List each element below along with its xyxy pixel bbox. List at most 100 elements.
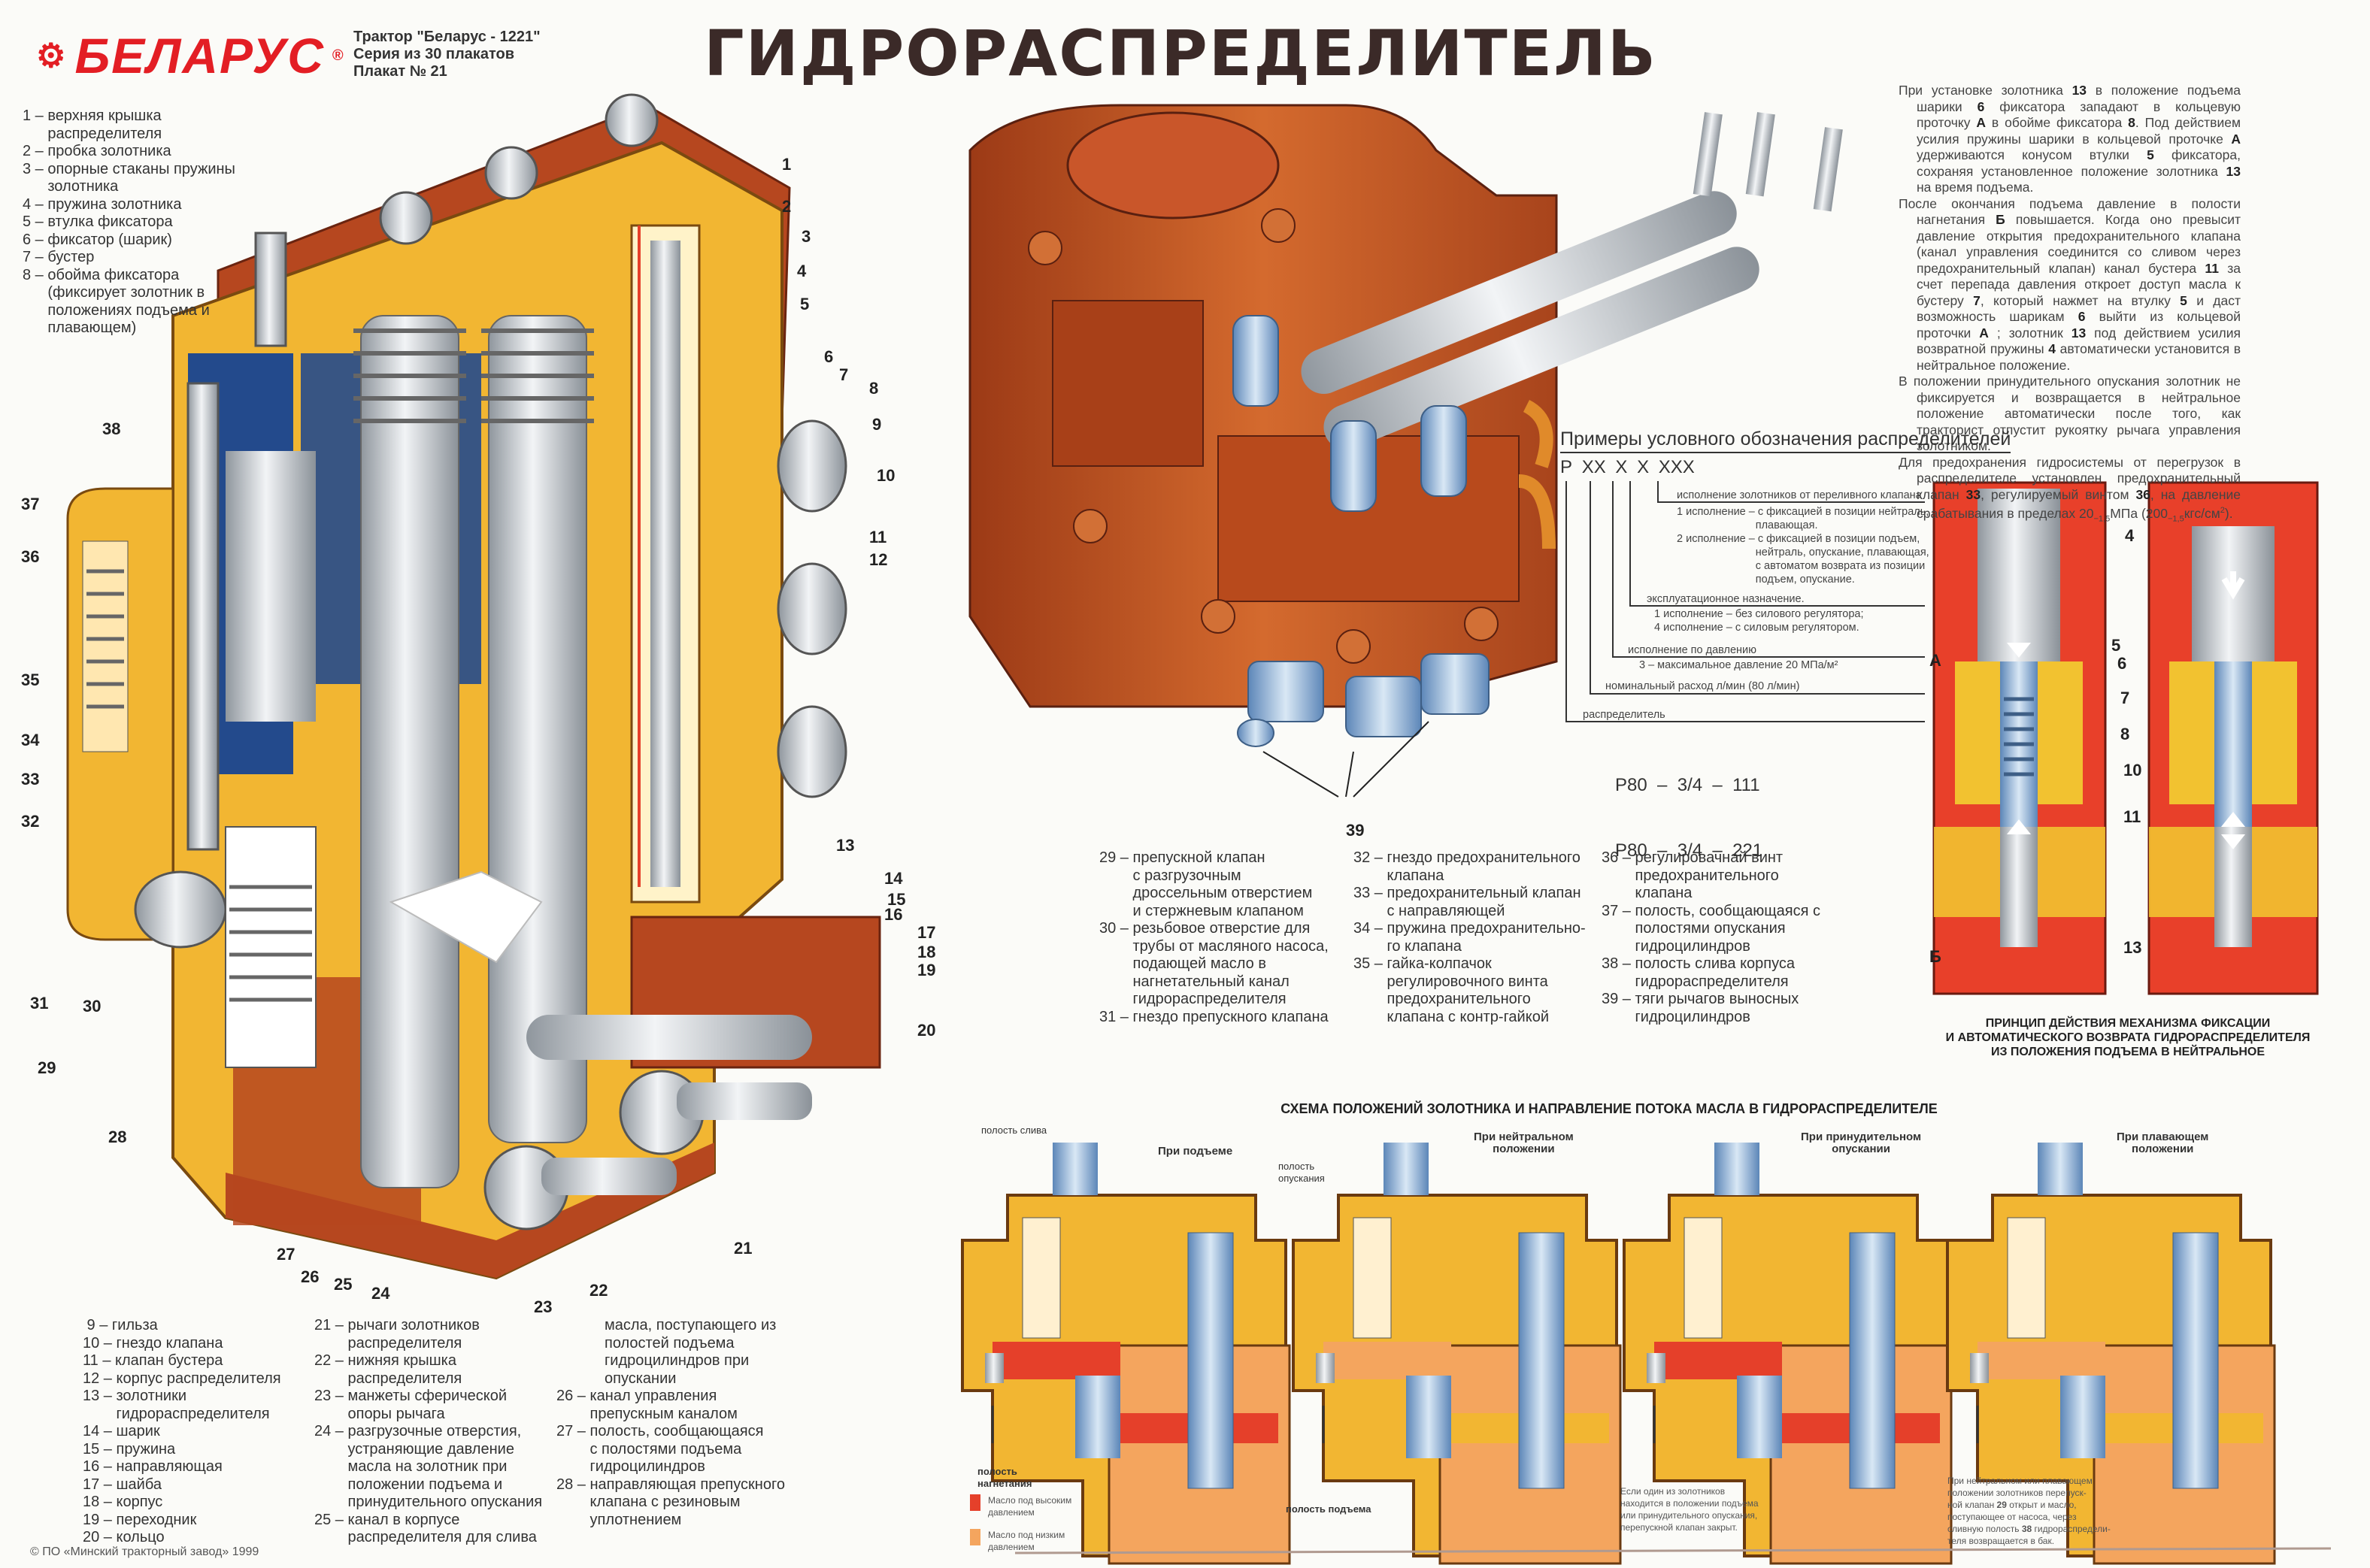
item-number: 36 – xyxy=(1602,849,1635,866)
text-run: повышается. Когда оно превысит давление … xyxy=(1917,212,2241,276)
item-number: 10 – xyxy=(83,1334,117,1352)
legend-item: 17 – шайба xyxy=(83,1476,281,1494)
callout-20: 20 xyxy=(917,1021,936,1040)
item-number: 11 – xyxy=(83,1352,115,1369)
legend-item: 34 – пружина предохранительно- го клапан… xyxy=(1353,920,1586,955)
item-text: тяги рычагов выносных гидроцилиндров xyxy=(1635,991,1799,1025)
item-text: гнездо препускного клапана xyxy=(1132,1008,1329,1025)
callout-9: 9 xyxy=(872,415,882,434)
legend-item: 29 – препускной клапан с разгрузочным др… xyxy=(1099,849,1329,920)
subtitle-line: Трактор "Беларус - 1221" xyxy=(353,29,541,45)
reference-number: 5 xyxy=(2147,147,2154,162)
callout-31: 31 xyxy=(30,994,49,1013)
text-run: в положение подъема шарики xyxy=(1917,83,2241,114)
item-text: золотники гидрораспределителя xyxy=(116,1388,270,1422)
callout-24: 24 xyxy=(371,1284,390,1303)
legend-item: 24 – разгрузочные отверстия, устраняющие… xyxy=(314,1423,542,1512)
designation-heading: Примеры условного обозначения распредели… xyxy=(1560,428,2011,453)
legend-item: 10 – гнездо клапана xyxy=(83,1335,281,1353)
designation-examples: Р80 – 3/4 – 111 Р80 – 3/4 – 221 xyxy=(1615,731,1762,883)
item-text: пробка золотника xyxy=(47,143,171,159)
text-run: , который нажмет на втулку xyxy=(1980,292,2181,308)
item-text: гнездо клапана xyxy=(116,1334,223,1352)
callout-5: 5 xyxy=(800,295,810,313)
callout-10: 10 xyxy=(877,466,896,485)
callout-18: 18 xyxy=(917,943,936,961)
reference-number: 6 xyxy=(1977,98,1985,114)
item-number: 21 – xyxy=(314,1317,348,1333)
registered-mark: ® xyxy=(332,47,345,64)
callout-21: 21 xyxy=(734,1239,753,1258)
description-paragraph: В положении принудительного опускания зо… xyxy=(1899,374,2241,453)
callout-29: 29 xyxy=(38,1058,56,1077)
legend-item: 9 – гильза xyxy=(83,1317,281,1335)
legend-item: 23 – манжеты сферической опоры рычага xyxy=(314,1388,542,1423)
spool-cap xyxy=(1384,1143,1429,1195)
item-text: втулка фиксатора xyxy=(47,213,173,230)
code-part: Х xyxy=(1615,457,1628,477)
callout-12: 12 xyxy=(869,550,888,569)
item-text: препускной клапан с разгрузочным дроссел… xyxy=(1132,849,1313,919)
text-run: фиксатора западают в кольцевую проточку xyxy=(1917,98,2241,131)
item-number: 8 – xyxy=(23,266,48,283)
callout-8: 8 xyxy=(869,379,879,398)
example-code: Р80 – 3/4 – 111 xyxy=(1615,775,1760,795)
item-number: 22 – xyxy=(314,1352,348,1369)
legend-item: 38 – полость слива корпуса гидрораспреде… xyxy=(1602,955,1820,991)
legend-item: 28 – направляющая препускного клапана с … xyxy=(556,1476,785,1530)
reference-number: 13 xyxy=(2226,163,2241,179)
legend-item: 2 – пробка золотника xyxy=(23,143,235,161)
callout-10: 10 xyxy=(2123,761,2142,779)
reference-number: 6 xyxy=(2078,309,2086,324)
designation-code: Р ХХ Х Х ХХХ xyxy=(1560,457,1695,478)
item-text: шайба xyxy=(116,1476,162,1493)
text-run: , на давление срабатывания в пределах 20 xyxy=(1917,486,2241,521)
position-forced-lowering: При принудительном опускании xyxy=(1801,1131,1922,1155)
code-part: ХХ xyxy=(1581,457,1606,477)
relief-valve xyxy=(1353,1217,1392,1339)
item-text: опорные стаканы пружины золотника xyxy=(47,160,235,195)
code-part: Р xyxy=(1560,457,1573,477)
item-number: 34 – xyxy=(1353,920,1387,937)
designation-notes: 3 – максимальное давление 20 МПа/м² xyxy=(1639,659,1838,671)
item-number: 14 – xyxy=(83,1423,117,1439)
note-bypass-closed: Если один из золотников находится в поло… xyxy=(1620,1486,1759,1533)
item-text: рычаги золотников распределителя xyxy=(347,1317,480,1352)
spool-cap xyxy=(1714,1143,1759,1195)
callout-23: 23 xyxy=(534,1297,553,1316)
brand-name: БЕЛАРУС xyxy=(74,28,325,83)
callout-7: 7 xyxy=(839,365,849,384)
item-text: канал в корпусе распределителя для слива xyxy=(347,1511,537,1546)
tractor-icon: ⚙ xyxy=(36,37,68,74)
legend-item: 12 – корпус распределителя xyxy=(83,1370,281,1388)
item-text: пружина золотника xyxy=(47,195,182,213)
text-run: фиксатора, сохраняя установленное положе… xyxy=(1917,147,2241,179)
spool xyxy=(1849,1232,1896,1489)
item-number: 27 – xyxy=(556,1423,590,1439)
item-number: 6 – xyxy=(23,231,48,248)
example-code: Р80 – 3/4 – 221 xyxy=(1615,840,1763,861)
item-number: 37 – xyxy=(1602,902,1635,919)
callout-А: А xyxy=(1929,651,1941,670)
item-number: 33 – xyxy=(1353,885,1387,901)
legend-label: Масло под высоким давлением xyxy=(988,1495,1072,1518)
item-text: клапан бустера xyxy=(115,1352,223,1369)
legend-item: 33 – предохранительный клапан с направля… xyxy=(1353,885,1586,920)
item-text: нижняя крышка распределителя xyxy=(347,1352,462,1387)
relief-valve xyxy=(2007,1217,2046,1339)
inlet-fitting xyxy=(985,1353,1004,1383)
text-run: Для предохранения гидросистемы от перегр… xyxy=(1899,454,2241,502)
item-number: 26 – xyxy=(556,1388,590,1404)
text-run: кгс/см xyxy=(2184,505,2220,521)
text-run: открыт и масло, поступающее от насоса, ч… xyxy=(1947,1500,2077,1534)
reference-number: 29 xyxy=(1996,1500,2007,1510)
label-lowering-cavity: полость опускания xyxy=(1278,1161,1325,1184)
item-number: 35 – xyxy=(1353,955,1387,972)
item-number: 17 – xyxy=(83,1476,117,1493)
text-run: за счет перепада давления откроет доступ… xyxy=(1917,260,2241,308)
bypass-valve xyxy=(1737,1376,1782,1458)
operation-description: При установке золотника 13 в положение п… xyxy=(1899,83,2241,528)
item-number: 2 – xyxy=(23,143,48,159)
